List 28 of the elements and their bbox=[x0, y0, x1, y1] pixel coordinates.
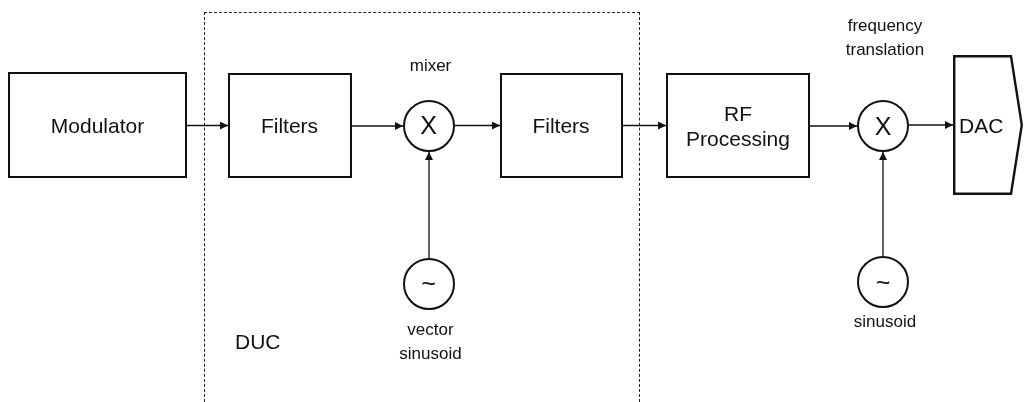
box-label: Filters bbox=[532, 112, 590, 138]
node-label: vector sinusoid bbox=[398, 318, 463, 365]
process-box bbox=[8, 72, 187, 178]
arrow bbox=[351, 122, 404, 130]
process-box bbox=[499, 72, 623, 178]
converter-shape bbox=[953, 55, 1023, 195]
symbol-label: ~ bbox=[875, 269, 891, 295]
process-box bbox=[666, 73, 810, 178]
arrow bbox=[186, 121, 229, 130]
arrow bbox=[809, 122, 858, 130]
box-label: Modulator bbox=[50, 112, 145, 138]
box-label: RF Processing bbox=[685, 100, 791, 151]
node-label: mixer bbox=[408, 54, 453, 77]
node-label: frequency translation bbox=[844, 15, 926, 61]
node-label: sinusoid bbox=[852, 311, 918, 333]
box-label: DAC bbox=[959, 112, 1004, 138]
group-label: DUC bbox=[235, 329, 281, 354]
arrow bbox=[879, 151, 887, 257]
symbol-label: X bbox=[874, 113, 892, 139]
process-box bbox=[227, 72, 352, 178]
arrow bbox=[454, 121, 501, 130]
symbol-label: ~ bbox=[421, 271, 436, 296]
dashed-group-box bbox=[204, 12, 640, 402]
arrow bbox=[908, 121, 954, 129]
arrow bbox=[622, 121, 667, 130]
symbol-label: X bbox=[420, 113, 437, 138]
box-label: Filters bbox=[260, 112, 319, 138]
arrow bbox=[425, 151, 433, 259]
